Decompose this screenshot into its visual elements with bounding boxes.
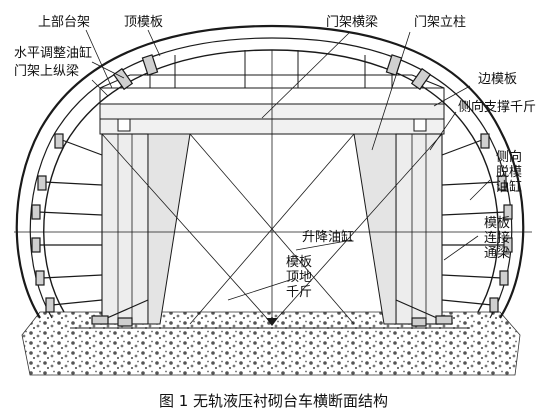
label-lift-cylinder: 升降油缸: [302, 230, 355, 245]
top-ground-line-3: 千斤: [286, 285, 313, 300]
tunnel-outer-arch: [15, 24, 525, 319]
center-bracing: [101, 50, 443, 325]
gantry-columns: [101, 133, 443, 325]
connect-beam-line-1: 模板: [484, 216, 511, 231]
top-ground-line-1: 模板: [286, 255, 313, 270]
label-horizontal-cylinder: 水平调整油缸: [14, 46, 93, 61]
side-demold-line-1: 侧向: [496, 150, 523, 165]
label-side-formwork: 边模板: [478, 72, 518, 87]
label-gantry-column: 门架立柱: [414, 15, 467, 30]
label-connect-beam: 模板 连接 通梁: [484, 216, 510, 261]
connect-beam-line-3: 通梁: [484, 246, 511, 261]
label-top-formwork: 顶模板: [124, 15, 164, 30]
top-ground-line-2: 顶地: [286, 270, 313, 285]
label-upper-frame: 上部台架: [38, 15, 91, 30]
left-gantry-leg: [147, 133, 191, 325]
connect-beam-line-2: 连接: [484, 231, 511, 246]
label-lateral-jack: 侧向支撑千斤: [458, 100, 537, 115]
label-side-demold-cylinder: 侧向 脱模 油缸: [496, 150, 522, 195]
top-cylinders: [112, 54, 432, 91]
side-demold-line-2: 脱模: [496, 165, 523, 180]
label-gantry-longitudinal-beam: 门架上纵梁: [14, 64, 80, 79]
top-ground-jacks: [91, 299, 453, 327]
label-top-ground-jack: 模板 顶地 千斤: [286, 255, 312, 300]
hinge-blocks: [117, 118, 427, 132]
left-side-jacks: [31, 133, 103, 313]
label-gantry-beam: 门架横梁: [326, 15, 379, 30]
figure-caption: 图 1 无轨液压衬砌台车横断面结构: [158, 392, 389, 410]
leader-lines: [85, 29, 491, 301]
side-demold-line-3: 油缸: [496, 180, 523, 195]
center-marker: [266, 318, 278, 326]
right-gantry-leg: [353, 133, 397, 325]
right-side-jacks: [441, 133, 513, 313]
